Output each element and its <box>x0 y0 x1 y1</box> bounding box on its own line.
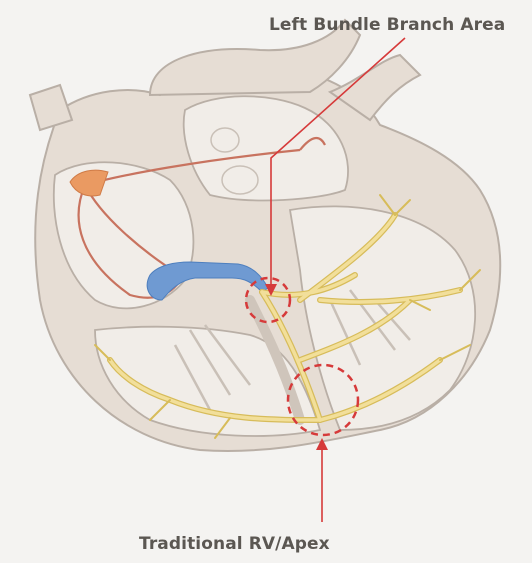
left-bundle-branch-area-label: Left Bundle Branch Area <box>269 15 505 35</box>
traditional-rv-apex-label: Traditional RV/Apex <box>139 534 330 554</box>
